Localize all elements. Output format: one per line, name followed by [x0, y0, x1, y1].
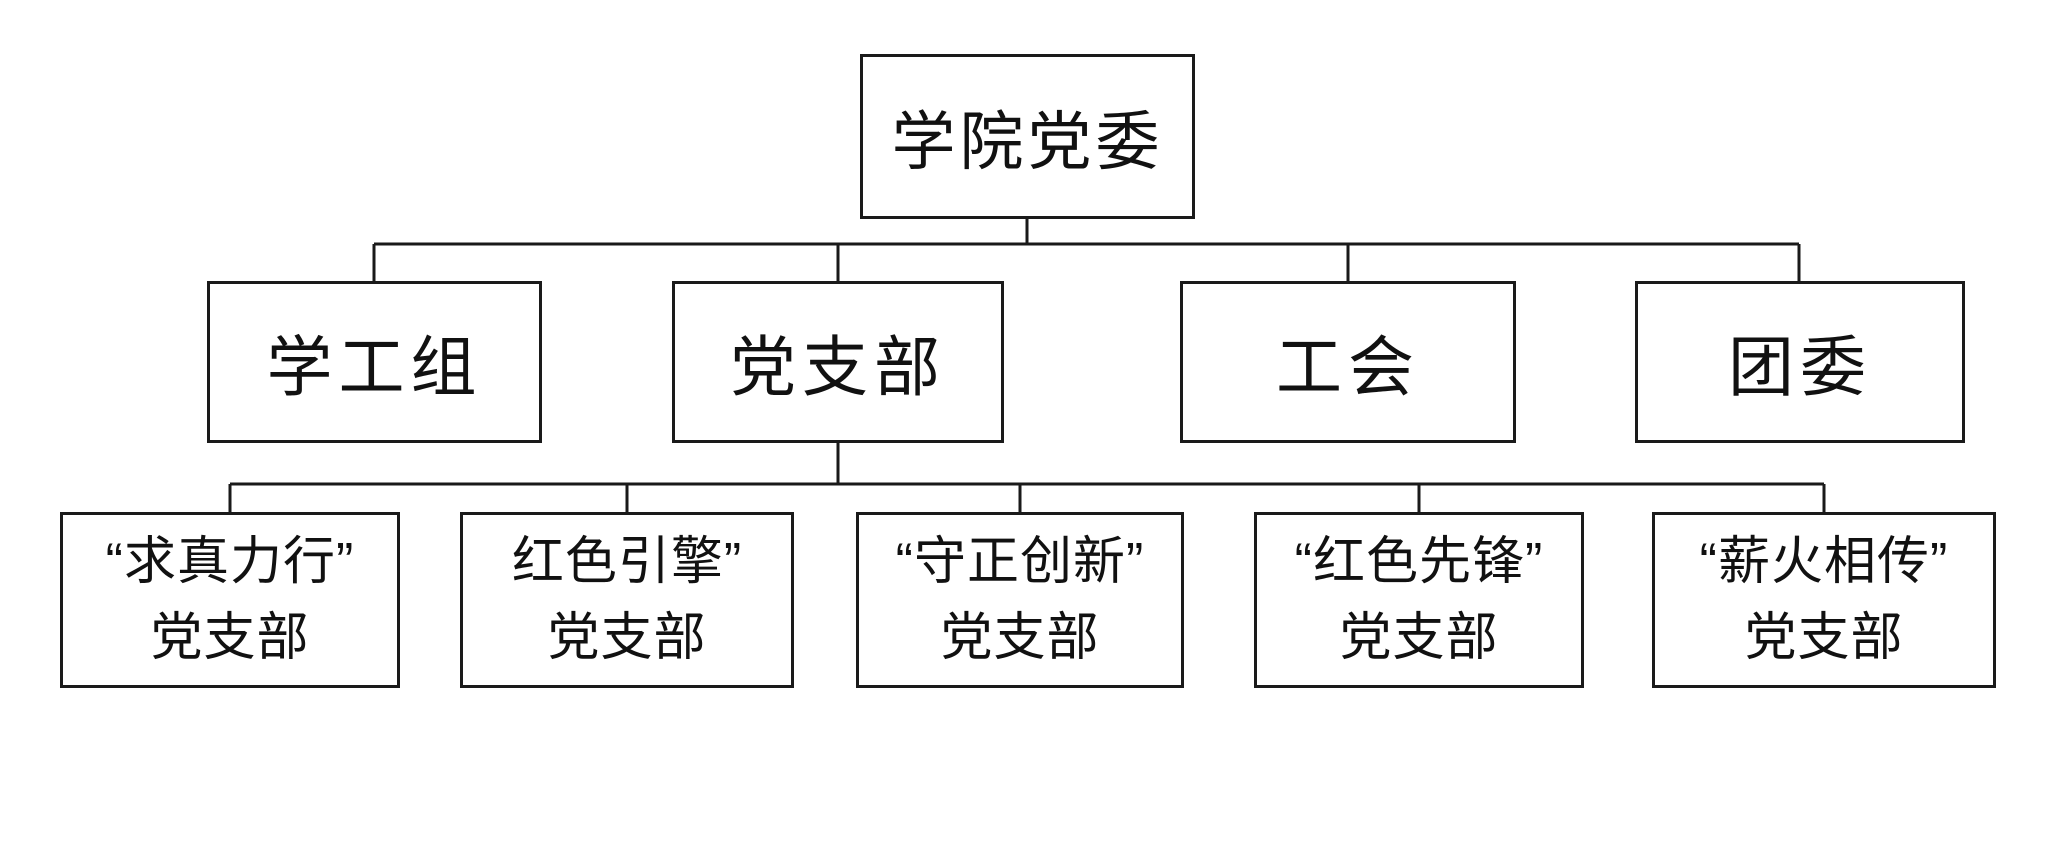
node-branch-shouzheng-chuangxin: “守正创新” 党支部 — [856, 512, 1184, 688]
node-label: 党支部 — [730, 332, 946, 405]
node-label-line1: “求真力行” — [105, 533, 355, 591]
node-label-line2: 党支部 — [150, 609, 310, 667]
node-label-line1: “红色先锋” — [1294, 533, 1544, 591]
node-label: 工会 — [1276, 332, 1420, 405]
node-branch-hongse-xianfeng: “红色先锋” 党支部 — [1254, 512, 1584, 688]
node-label-line2: 党支部 — [547, 609, 707, 667]
node-label: 学工组 — [266, 332, 483, 405]
node-label: 团委 — [1728, 332, 1872, 405]
node-label: 学院党委 — [891, 106, 1164, 178]
node-branch-hongse-yinqing: 红色引擎” 党支部 — [460, 512, 794, 688]
node-party-branch: 党支部 — [672, 281, 1004, 443]
node-branch-qiuzhen-lixing: “求真力行” 党支部 — [60, 512, 400, 688]
node-label-line1: “守正创新” — [895, 533, 1145, 591]
node-label-line2: 党支部 — [940, 609, 1100, 667]
node-youth-league-committee: 团委 — [1635, 281, 1965, 443]
node-labor-union: 工会 — [1180, 281, 1516, 443]
node-label-line2: 党支部 — [1744, 609, 1904, 667]
node-label-line2: 党支部 — [1339, 609, 1499, 667]
node-branch-xinhuo-xiangchuan: “薪火相传” 党支部 — [1652, 512, 1996, 688]
node-student-affairs-group: 学工组 — [207, 281, 542, 443]
node-college-party-committee: 学院党委 — [860, 54, 1195, 219]
node-label-line1: “薪火相传” — [1699, 533, 1949, 591]
node-label-line1: 红色引擎” — [511, 533, 743, 591]
